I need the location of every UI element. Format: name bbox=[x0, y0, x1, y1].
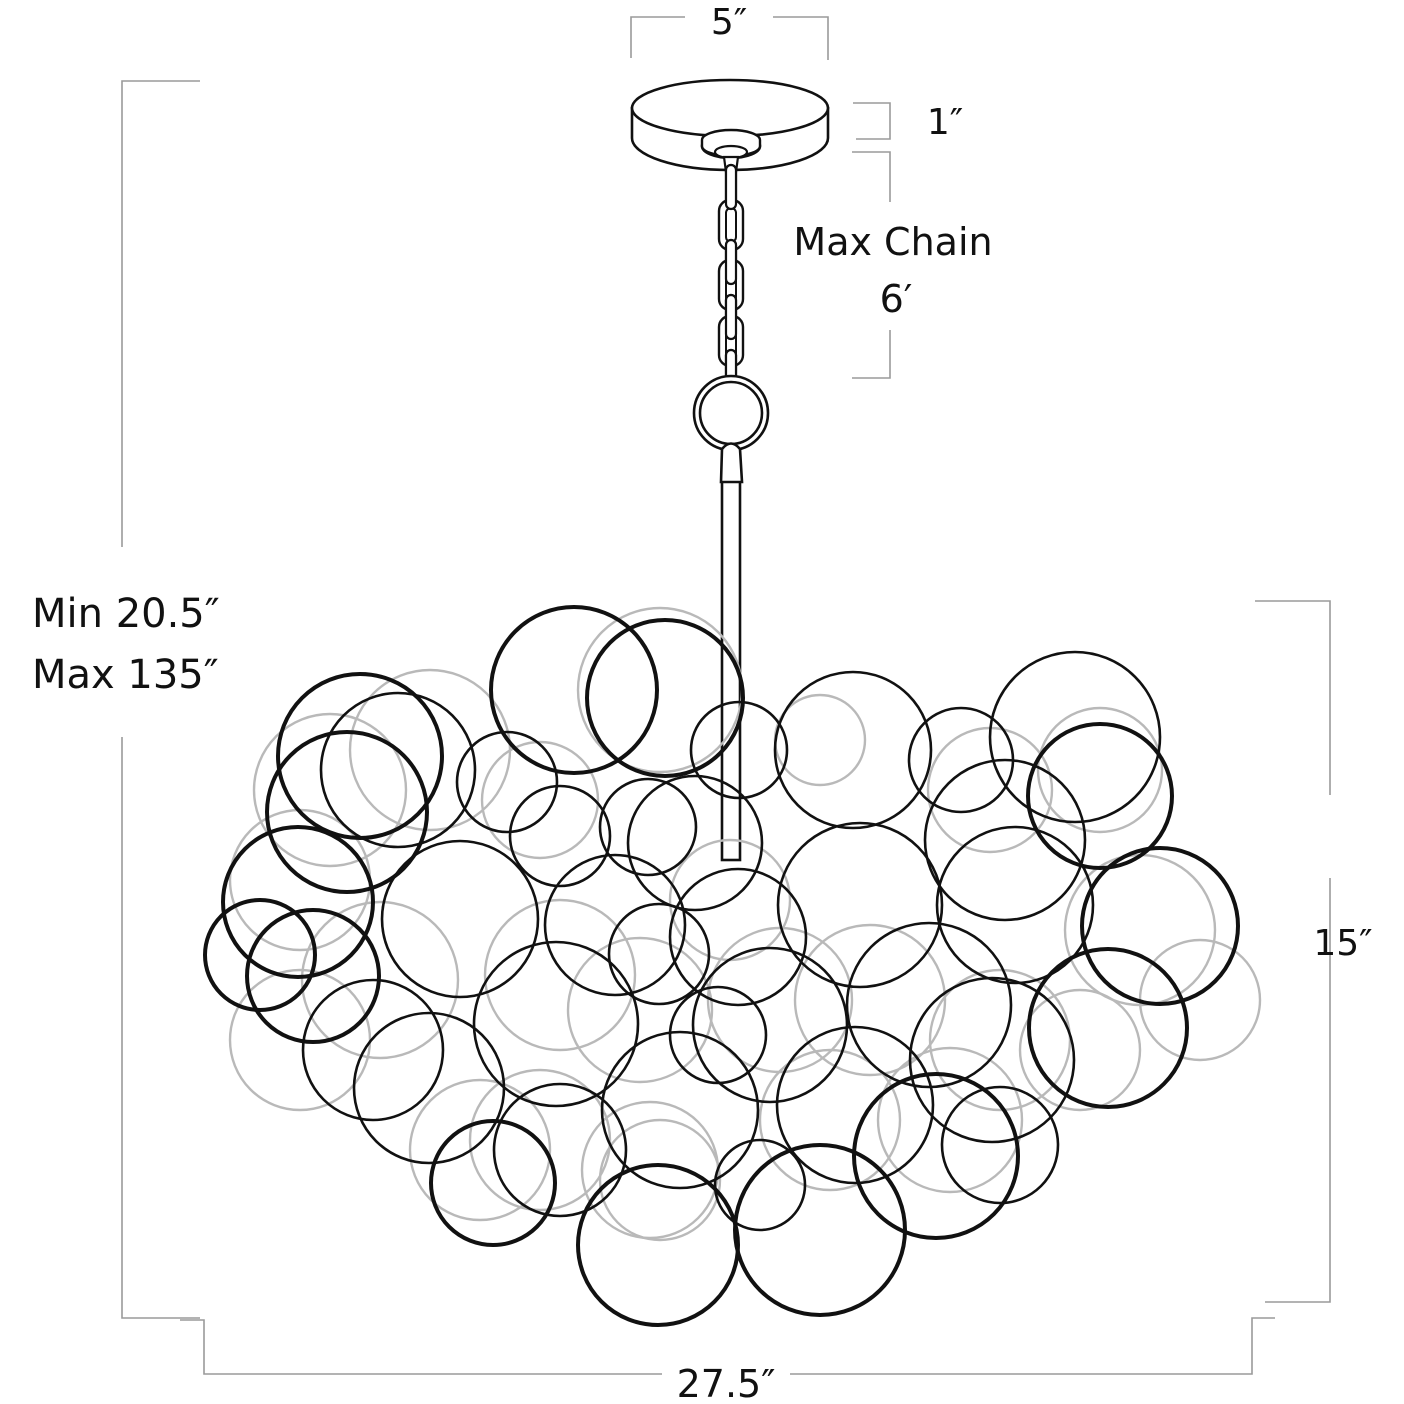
bubble bbox=[585, 618, 745, 778]
bubble bbox=[733, 1143, 907, 1317]
bubble bbox=[1080, 846, 1240, 1006]
bubble bbox=[492, 1082, 628, 1218]
canopy bbox=[630, 78, 830, 174]
bubble bbox=[455, 730, 559, 834]
bubble bbox=[775, 1025, 935, 1185]
canopy-width-bracket-right bbox=[773, 16, 829, 60]
dimension-lines bbox=[121, 16, 1331, 1375]
bubble bbox=[276, 672, 444, 840]
max-chain-bracket-bottom bbox=[852, 330, 891, 379]
loop-ring-inner bbox=[698, 380, 764, 446]
bubble-back bbox=[793, 923, 947, 1077]
bubble-back bbox=[758, 1048, 902, 1192]
bubble-cluster bbox=[203, 605, 1262, 1327]
bubble bbox=[923, 758, 1087, 922]
bubble bbox=[773, 670, 933, 830]
body-width-bracket-right bbox=[790, 1317, 1275, 1375]
body-height-bracket-bottom bbox=[1265, 878, 1331, 1303]
bubble bbox=[1027, 947, 1189, 1109]
dimension-labels: 5″ 1″ Max Chain 6′ Min 20.5″ Max 135″ 15… bbox=[32, 2, 1373, 1404]
bubble bbox=[508, 784, 612, 888]
bubble bbox=[380, 839, 540, 999]
bubble bbox=[940, 1085, 1060, 1205]
bubble-back bbox=[483, 898, 637, 1052]
canopy-height-label: 1″ bbox=[927, 102, 963, 143]
max-chain-bracket-top bbox=[852, 151, 891, 202]
canopy-height-bracket bbox=[853, 102, 891, 140]
bubble bbox=[689, 700, 789, 800]
body-width-label: 27.5″ bbox=[677, 1362, 776, 1404]
overall-height-bracket-top bbox=[121, 80, 200, 547]
bubbles-front-layer bbox=[203, 605, 1240, 1327]
overall-height-bracket-bottom bbox=[121, 737, 200, 1319]
bubble bbox=[600, 1030, 760, 1190]
bubble-back bbox=[598, 1118, 722, 1242]
bubble bbox=[908, 976, 1076, 1144]
overall-height-min-label: Min 20.5″ bbox=[32, 591, 220, 637]
bubble bbox=[598, 777, 698, 877]
bubble-back bbox=[408, 1078, 552, 1222]
ring-and-stem bbox=[692, 374, 770, 862]
bubble bbox=[852, 1072, 1020, 1240]
canopy-top bbox=[630, 78, 830, 138]
chain bbox=[717, 163, 745, 396]
bubble bbox=[935, 825, 1095, 985]
chain-link-edge bbox=[724, 163, 738, 211]
canopy-width-bracket-left bbox=[630, 16, 685, 58]
bubble bbox=[543, 853, 687, 997]
chain-link-hole bbox=[725, 207, 737, 243]
bubble bbox=[265, 730, 429, 894]
body-width-bracket-left bbox=[180, 1319, 662, 1375]
bubble-back bbox=[300, 900, 460, 1060]
bubble bbox=[319, 691, 477, 849]
bubble-back bbox=[566, 936, 714, 1084]
bubble bbox=[301, 978, 445, 1122]
bubble bbox=[1026, 722, 1174, 870]
chain-link-edge bbox=[724, 293, 738, 341]
bubble bbox=[203, 898, 317, 1012]
bubble bbox=[352, 1011, 506, 1165]
bubble bbox=[472, 940, 640, 1108]
chain-link-edge bbox=[724, 238, 738, 286]
bubble-back bbox=[1138, 938, 1262, 1062]
bubble-back bbox=[480, 740, 600, 860]
bubble-back bbox=[348, 668, 512, 832]
bubble-back bbox=[468, 1068, 612, 1212]
bubble-back bbox=[773, 693, 867, 787]
bubble-back bbox=[876, 1046, 1024, 1194]
bubble-back bbox=[928, 968, 1072, 1112]
bubble bbox=[988, 650, 1162, 824]
bubble bbox=[713, 1138, 807, 1232]
bubble bbox=[668, 985, 768, 1085]
bubble bbox=[245, 908, 381, 1044]
stem-coupling bbox=[719, 442, 744, 484]
body-height-label: 15″ bbox=[1313, 923, 1372, 964]
bubble-back bbox=[1018, 988, 1142, 1112]
max-chain-value: 6′ bbox=[880, 277, 913, 321]
body-height-bracket-top bbox=[1255, 600, 1331, 795]
bubble bbox=[845, 921, 1013, 1089]
bubble bbox=[429, 1119, 557, 1247]
bubble-back bbox=[252, 712, 408, 868]
bubble bbox=[489, 605, 659, 775]
max-chain-label: Max Chain bbox=[793, 220, 992, 264]
overall-height-max-label: Max 135″ bbox=[32, 652, 219, 698]
bubble bbox=[776, 821, 944, 989]
bubble bbox=[668, 867, 808, 1007]
bubble-back bbox=[1036, 706, 1164, 834]
bubble bbox=[221, 825, 375, 979]
canopy-width-label: 5″ bbox=[711, 2, 747, 43]
bubble bbox=[607, 902, 711, 1006]
bubble bbox=[691, 946, 849, 1104]
bubble bbox=[626, 774, 764, 912]
